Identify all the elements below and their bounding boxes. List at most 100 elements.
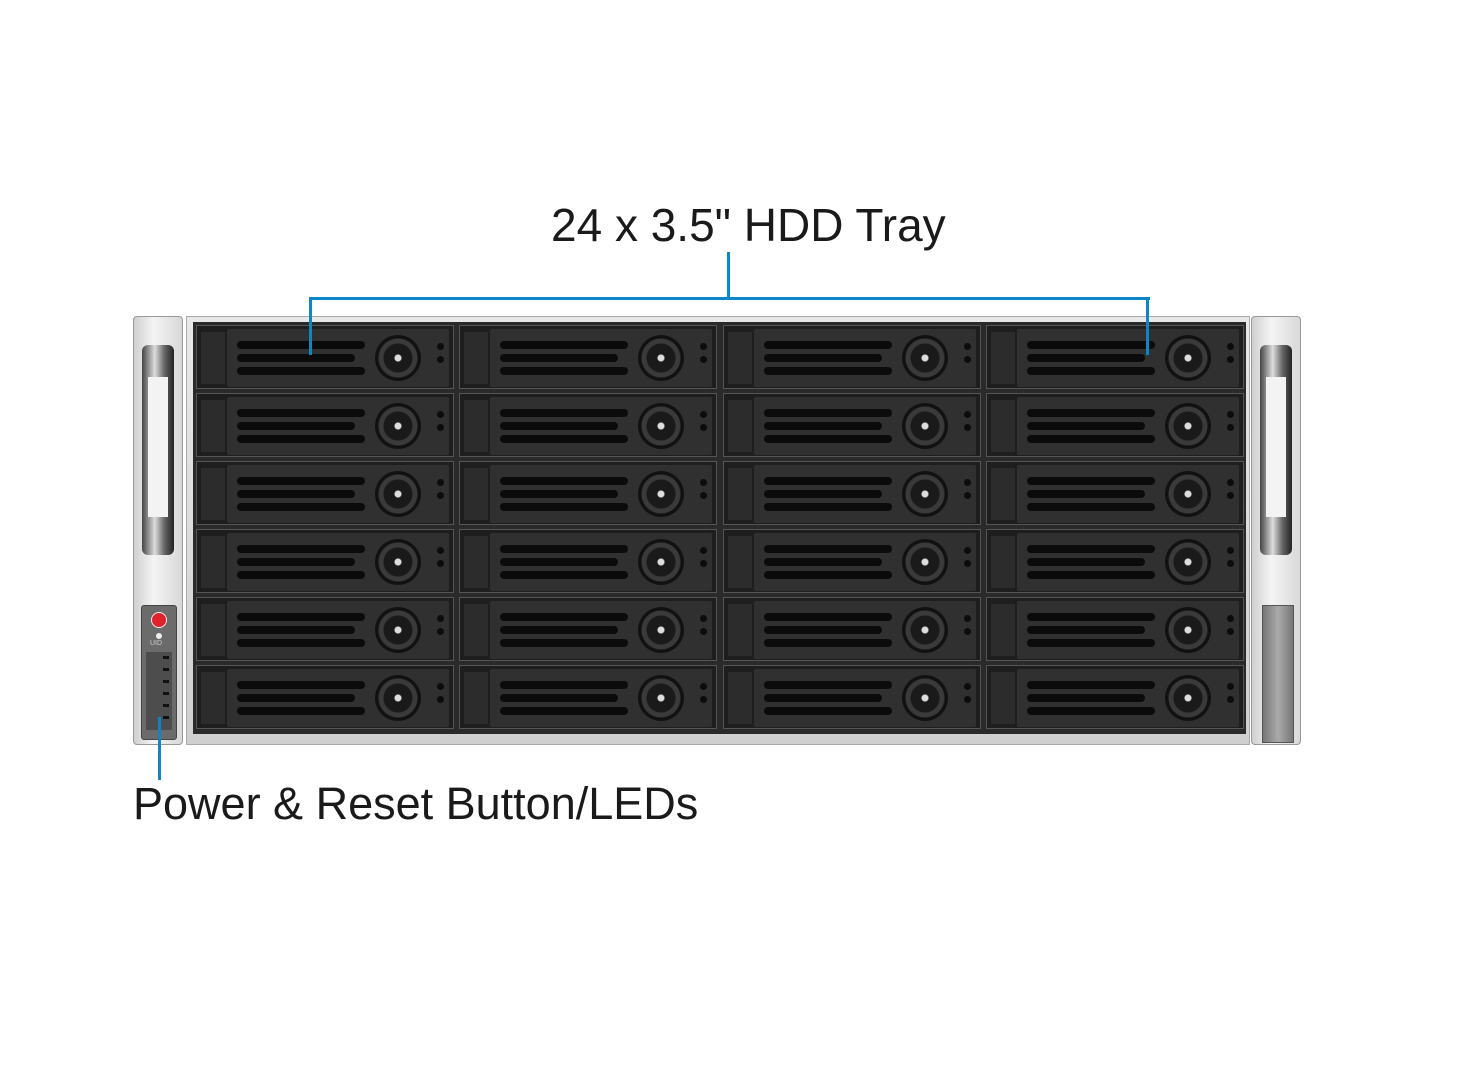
tray-latch[interactable] [991, 604, 1015, 656]
tray-lock-icon[interactable] [375, 675, 421, 721]
vent-slot [764, 571, 892, 579]
right-rack-ear [1251, 316, 1301, 745]
tray-activity-led [700, 411, 707, 418]
vent-slot [764, 435, 892, 443]
tray-latch[interactable] [201, 332, 225, 384]
tray-activity-led [1227, 411, 1234, 418]
tray-latch[interactable] [464, 604, 488, 656]
tray-activity-led [437, 615, 444, 622]
right-handle[interactable] [1260, 345, 1292, 555]
hdd-tray[interactable] [986, 393, 1244, 457]
tray-latch[interactable] [201, 400, 225, 452]
tray-status-led [700, 560, 707, 567]
tray-lock-icon[interactable] [1165, 675, 1211, 721]
tray-lock-icon[interactable] [638, 471, 684, 517]
tray-activity-led [964, 411, 971, 418]
hdd-tray[interactable] [986, 665, 1244, 729]
hdd-tray[interactable] [196, 325, 454, 389]
hdd-tray[interactable] [459, 597, 717, 661]
tray-lock-icon[interactable] [1165, 607, 1211, 653]
tray-lock-icon[interactable] [638, 675, 684, 721]
tray-latch[interactable] [991, 672, 1015, 724]
hdd-tray[interactable] [986, 325, 1244, 389]
hdd-tray[interactable] [196, 665, 454, 729]
hdd-tray[interactable] [196, 393, 454, 457]
tray-latch[interactable] [201, 536, 225, 588]
hdd-tray[interactable] [459, 665, 717, 729]
uid-label: UID [150, 640, 163, 647]
left-handle[interactable] [142, 345, 174, 555]
tray-latch[interactable] [991, 332, 1015, 384]
vent-slot [1027, 435, 1155, 443]
tray-latch[interactable] [201, 604, 225, 656]
tray-latch[interactable] [464, 536, 488, 588]
tray-lock-icon[interactable] [638, 607, 684, 653]
hdd-tray[interactable] [723, 665, 981, 729]
tray-lock-icon[interactable] [1165, 471, 1211, 517]
hdd-tray[interactable] [723, 529, 981, 593]
tray-latch[interactable] [464, 400, 488, 452]
hdd-tray[interactable] [723, 393, 981, 457]
hdd-tray[interactable] [196, 597, 454, 661]
tray-lock-icon[interactable] [902, 607, 948, 653]
tray-lock-icon[interactable] [375, 539, 421, 585]
hdd-tray[interactable] [723, 461, 981, 525]
hdd-tray[interactable] [986, 529, 1244, 593]
vent-slot [1027, 681, 1155, 689]
hdd-tray[interactable] [459, 529, 717, 593]
tray-status-led [964, 356, 971, 363]
tray-lock-icon[interactable] [375, 471, 421, 517]
hdd-tray[interactable] [723, 597, 981, 661]
tray-lock-icon[interactable] [638, 403, 684, 449]
vent-slot [764, 341, 892, 349]
hdd-tray[interactable] [459, 325, 717, 389]
tray-activity-led [437, 479, 444, 486]
hdd-tray-callout-label: 24 x 3.5" HDD Tray [551, 199, 946, 251]
tray-latch[interactable] [728, 468, 752, 520]
tray-lock-icon[interactable] [375, 335, 421, 381]
tray-latch[interactable] [201, 468, 225, 520]
power-button[interactable] [151, 612, 167, 628]
tray-lock-icon[interactable] [1165, 539, 1211, 585]
tray-lock-icon[interactable] [902, 471, 948, 517]
tray-face [490, 601, 712, 659]
tray-lock-icon[interactable] [902, 403, 948, 449]
tray-lock-icon[interactable] [375, 607, 421, 653]
tray-latch[interactable] [728, 672, 752, 724]
tray-latch[interactable] [991, 536, 1015, 588]
tray-lock-icon[interactable] [1165, 335, 1211, 381]
vent-slot [500, 409, 628, 417]
hdd-tray[interactable] [459, 461, 717, 525]
tray-lock-icon[interactable] [902, 539, 948, 585]
tray-latch[interactable] [464, 468, 488, 520]
tray-latch[interactable] [728, 536, 752, 588]
tray-face [754, 601, 976, 659]
tray-lock-icon[interactable] [375, 403, 421, 449]
tray-latch[interactable] [728, 400, 752, 452]
tray-latch[interactable] [464, 332, 488, 384]
tray-face [1017, 533, 1239, 591]
tray-latch[interactable] [991, 468, 1015, 520]
hdd-tray[interactable] [723, 325, 981, 389]
tray-latch[interactable] [728, 604, 752, 656]
vent-slot [237, 639, 365, 647]
tray-lock-icon[interactable] [902, 675, 948, 721]
vent-slot [1027, 341, 1155, 349]
hdd-tray[interactable] [986, 461, 1244, 525]
tray-latch[interactable] [728, 332, 752, 384]
vent-slot [500, 626, 618, 634]
tray-lock-icon[interactable] [638, 335, 684, 381]
hdd-tray[interactable] [196, 461, 454, 525]
uid-button[interactable] [156, 633, 162, 639]
tray-latch[interactable] [201, 672, 225, 724]
tray-lock-icon[interactable] [1165, 403, 1211, 449]
tray-lock-icon[interactable] [638, 539, 684, 585]
tray-latch[interactable] [464, 672, 488, 724]
hdd-tray[interactable] [196, 529, 454, 593]
tray-status-led [1227, 492, 1234, 499]
tray-lock-icon[interactable] [902, 335, 948, 381]
tray-latch[interactable] [991, 400, 1015, 452]
tray-status-led [700, 628, 707, 635]
hdd-tray[interactable] [459, 393, 717, 457]
hdd-tray[interactable] [986, 597, 1244, 661]
